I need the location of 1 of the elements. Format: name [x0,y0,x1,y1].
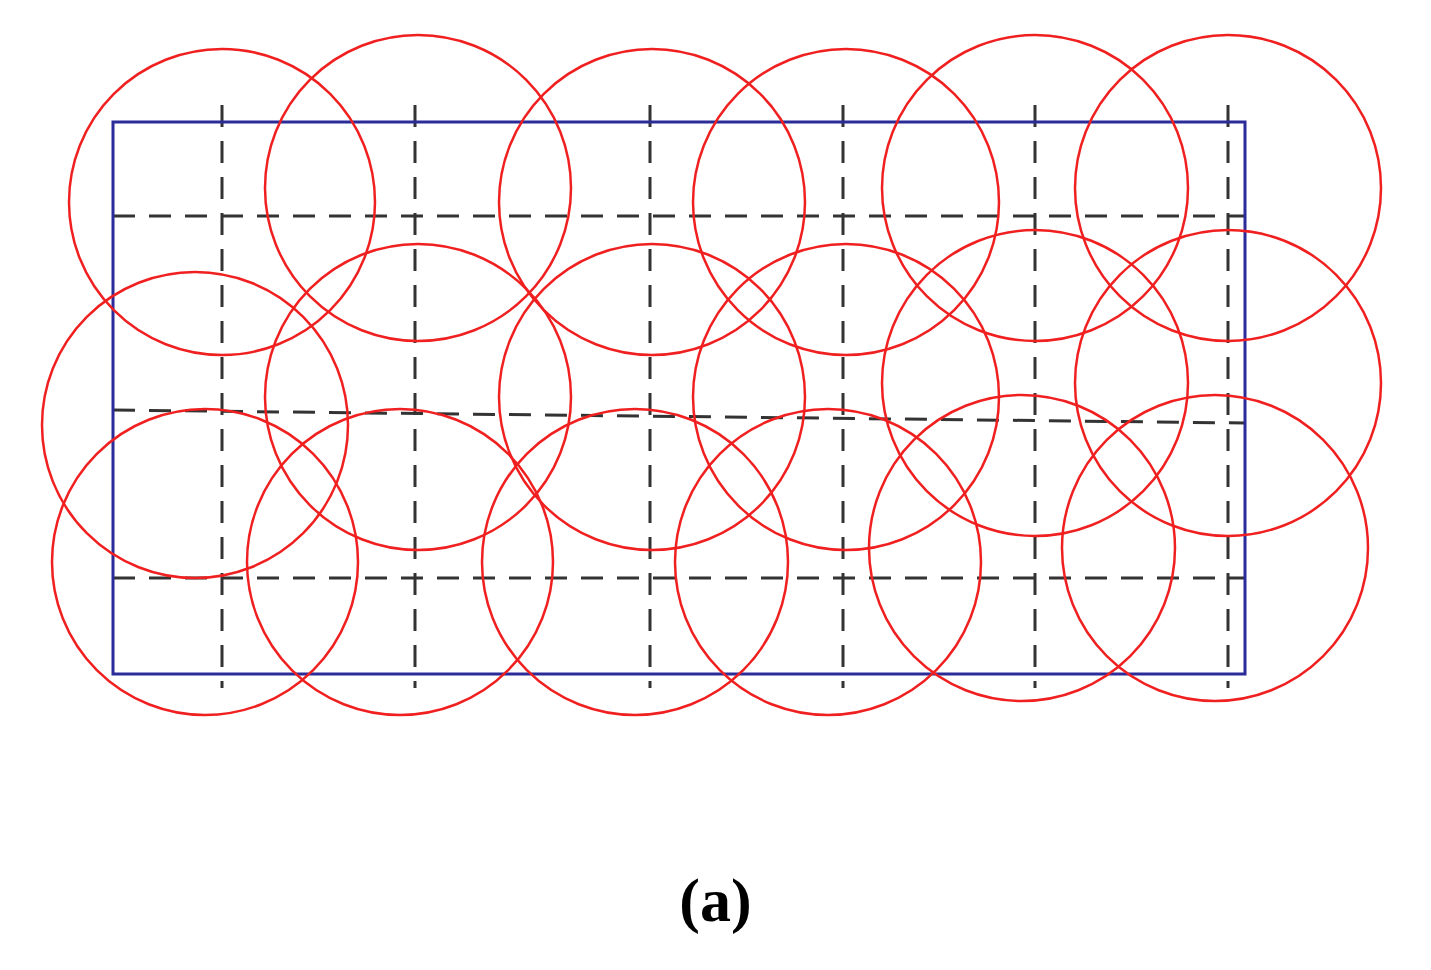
caption: (a) [679,866,752,934]
